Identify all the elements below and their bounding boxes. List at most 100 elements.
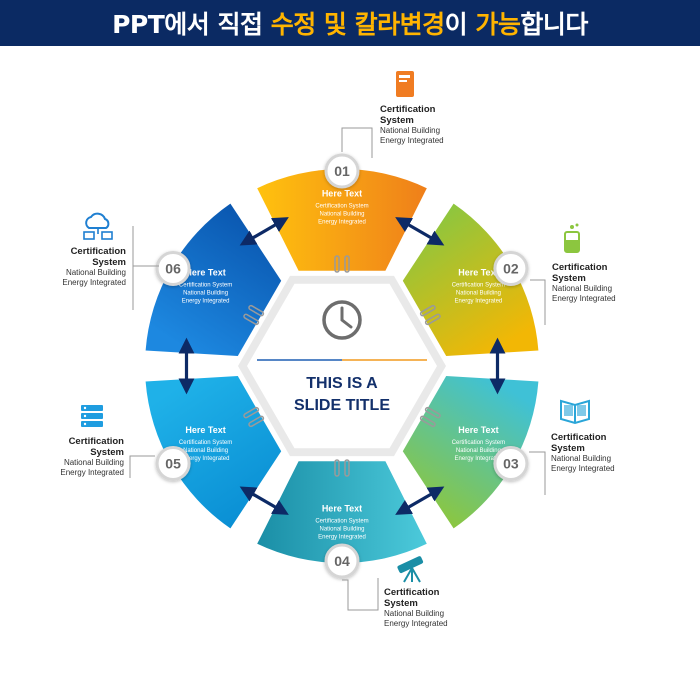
segment-desc-line: National Building (456, 290, 501, 296)
banner-text-1: PPT에서 직접 (112, 10, 271, 39)
badge-06: 06 (155, 251, 191, 286)
binder-ring (243, 406, 265, 428)
segment-desc-line: National Building (456, 448, 501, 454)
segment-01 (257, 169, 427, 271)
center-hexagon-layer: THIS IS A SLIDE TITLE (238, 255, 446, 477)
segment-desc-line: Energy Integrated (318, 220, 366, 226)
telescope-icon (397, 556, 424, 583)
center-title-line2: SLIDE TITLE (294, 397, 390, 414)
hexagon-center (247, 283, 437, 449)
callout-title-line1: Certification (380, 104, 436, 115)
callout-title-line1: Certification (384, 587, 440, 598)
callout-icons-layer (81, 71, 590, 583)
badge-number: 01 (334, 163, 350, 179)
clock-icon (322, 300, 362, 340)
callout-title-line1: Certification (70, 246, 126, 257)
book-icon (396, 71, 414, 97)
server-icon (81, 405, 103, 427)
open-book-icon (560, 399, 590, 425)
segment-title: Here Text (185, 267, 225, 277)
leader-line (529, 451, 546, 495)
leader-lines-layer (129, 127, 546, 611)
badge-05: 05 (155, 446, 191, 481)
callout-title-line1: Certification (68, 436, 124, 447)
segment-desc-line: Energy Integrated (182, 298, 230, 304)
callout-desc-line1: National Building (65, 268, 126, 277)
segment-desc-line: Energy Integrated (455, 456, 503, 462)
segment-title: Here Text (458, 267, 498, 277)
banner-text-3: 합니다 (520, 10, 588, 39)
banner-highlight-1: 수정 및 칼라변경 (270, 10, 445, 39)
callout-desc-line2: Energy Integrated (551, 464, 615, 473)
badge-number: 04 (334, 553, 350, 569)
callout-desc-line2: Energy Integrated (62, 278, 126, 287)
badge-number: 03 (503, 456, 519, 472)
arrows-layer (178, 217, 506, 515)
binder-ring (419, 406, 441, 428)
banner-text-2: 이 (444, 10, 476, 39)
segment-title: Here Text (322, 189, 362, 199)
segment-desc-line: Certification System (315, 519, 368, 525)
segment-desc-line: National Building (183, 448, 228, 454)
badge-04: 04 (324, 543, 360, 579)
segment-desc-line: Energy Integrated (318, 535, 366, 541)
cloud-network-icon (83, 212, 113, 240)
segment-04 (257, 461, 427, 563)
callout-title-line2: System (92, 257, 126, 268)
badge-number: 05 (165, 456, 181, 472)
segment-desc-line: Energy Integrated (182, 456, 230, 462)
segment-desc-line: Certification System (179, 282, 232, 288)
segment-desc-line: Certification System (452, 282, 505, 288)
segment-desc-line: Energy Integrated (455, 298, 503, 304)
badge-number: 06 (165, 261, 181, 277)
segment-desc-line: Certification System (452, 440, 505, 446)
callout-desc-line1: National Building (551, 454, 612, 463)
callout-title-line1: Certification (552, 262, 608, 273)
leader-line (530, 279, 546, 325)
badge-01: 01 (324, 153, 360, 189)
top-banner: PPT에서 직접 수정 및 칼라변경 이 가능 합니다 (0, 0, 700, 46)
callout-desc-line2: Energy Integrated (384, 619, 448, 628)
flask-icon (564, 223, 580, 253)
leader-line (132, 226, 159, 310)
callout-title-line2: System (552, 273, 586, 284)
segment-title: Here Text (458, 425, 498, 435)
segment-desc-line: Certification System (315, 204, 368, 210)
segment-desc-line: Certification System (179, 440, 232, 446)
badge-03: 03 (493, 446, 529, 481)
binder-ring (334, 255, 350, 273)
binder-ring (334, 459, 350, 477)
cycle-arrow (395, 217, 445, 246)
callout-desc-line1: National Building (384, 609, 445, 618)
callout-desc-line1: National Building (380, 126, 441, 135)
leader-line (342, 578, 379, 611)
leader-line (341, 127, 373, 158)
callout-title-line2: System (380, 115, 414, 126)
badge-layer: 01 02 03 04 05 06 (155, 153, 529, 579)
cycle-arrow (395, 486, 445, 515)
segment-title: Here Text (322, 504, 362, 514)
segment-desc-line: National Building (319, 212, 364, 218)
binder-ring (243, 304, 265, 326)
badge-number: 02 (503, 261, 519, 277)
callout-desc-line2: Energy Integrated (552, 294, 616, 303)
center-title-line1: THIS IS A (306, 375, 378, 392)
leader-line (129, 455, 155, 478)
badge-02: 02 (493, 251, 529, 286)
cycle-arrow (239, 486, 289, 515)
callout-title-line2: System (90, 447, 124, 458)
